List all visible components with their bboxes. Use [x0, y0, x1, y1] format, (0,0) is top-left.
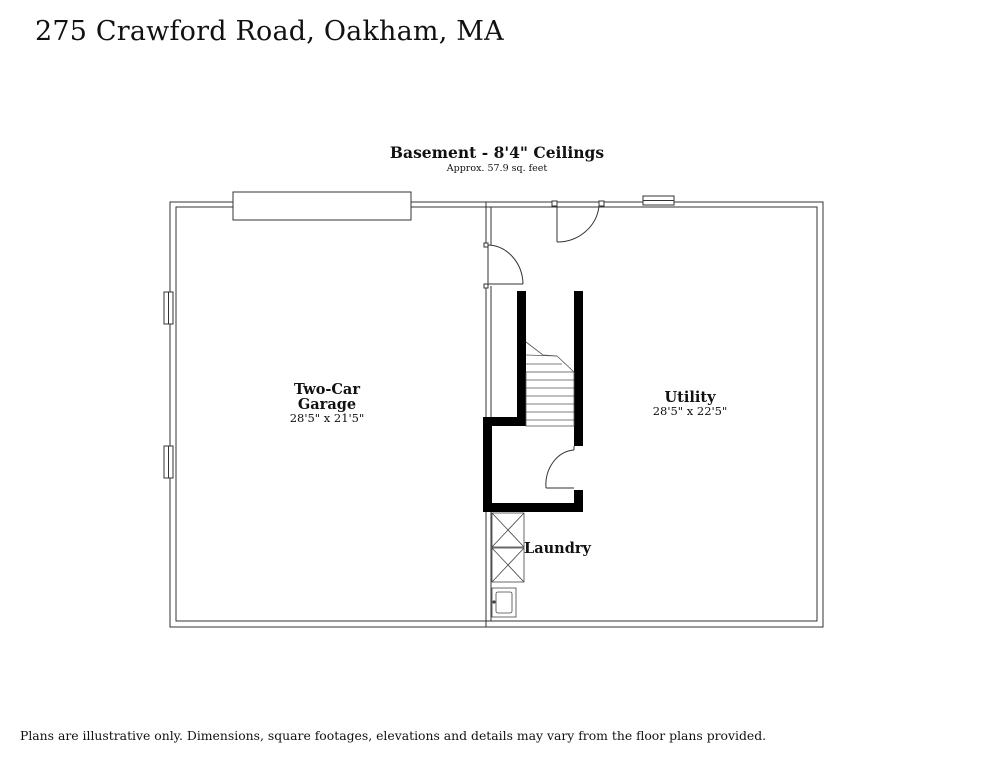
disclaimer-text: Plans are illustrative only. Dimensions,… — [20, 728, 767, 743]
core-closet-door — [545, 446, 575, 489]
floor-plan-area: Approx. 57.9 sq. feet — [446, 163, 548, 174]
garage-name-line1: Two-Car — [294, 381, 360, 398]
floor-plan-title: Basement - 8'4" Ceilings — [389, 143, 605, 162]
garage-top-window — [232, 191, 412, 221]
laundry-sink — [491, 587, 517, 618]
utility-dimensions: 28'5" x 22'5" — [652, 404, 728, 419]
property-address: 275 Crawford Road, Oakham, MA — [35, 16, 504, 47]
laundry-appliances — [491, 512, 525, 583]
laundry-name: Laundry — [524, 540, 591, 557]
exterior-walls — [169, 201, 824, 628]
garage-dimensions: 28'5" x 21'5" — [289, 411, 365, 426]
garage-side-windows — [163, 291, 174, 479]
stair-core-walls — [483, 291, 583, 512]
room-label-garage: Two-Car Garage 28'5" x 21'5" — [262, 382, 392, 425]
garage-entry-door — [483, 242, 524, 289]
utility-exterior-door — [551, 200, 605, 243]
room-label-laundry: Laundry — [510, 541, 605, 556]
stairs — [525, 341, 575, 427]
room-label-utility: Utility 28'5" x 22'5" — [625, 389, 755, 419]
utility-top-window — [642, 195, 675, 206]
garage-name-line2: Garage — [297, 396, 357, 414]
utility-name: Utility — [664, 389, 716, 406]
